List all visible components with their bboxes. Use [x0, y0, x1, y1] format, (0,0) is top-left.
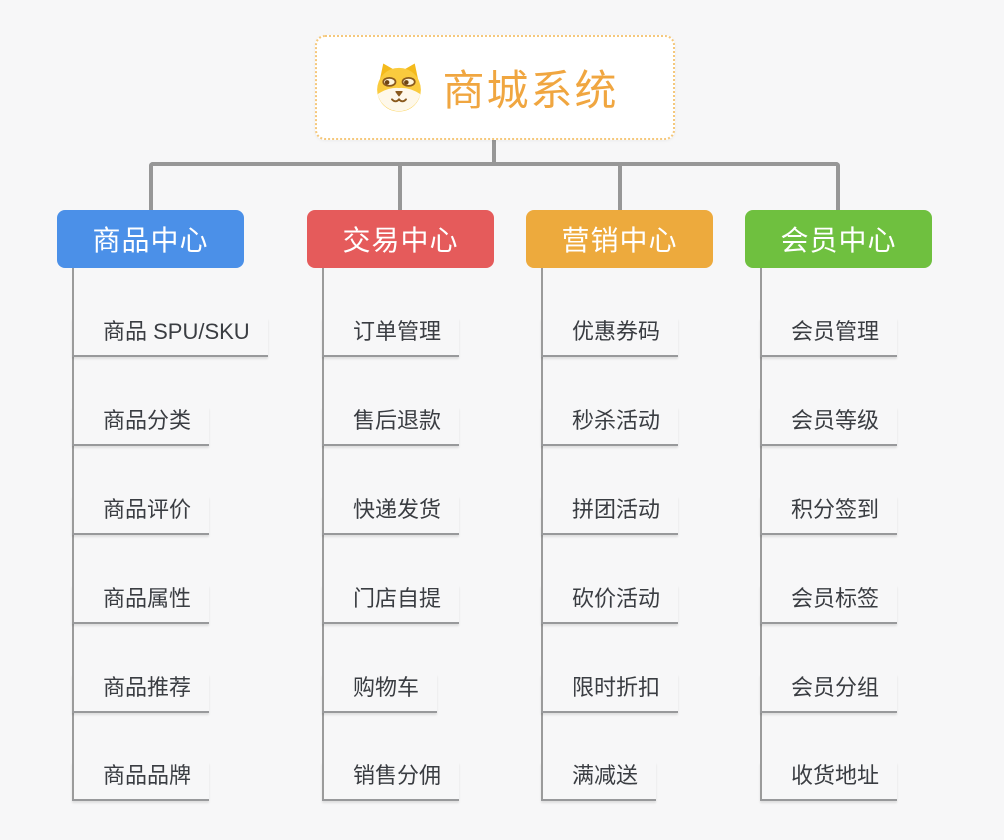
- leaf-node[interactable]: 秒杀活动: [541, 407, 679, 446]
- branch-label: 营销中心: [561, 225, 678, 256]
- branch-node-marketing-center[interactable]: 营销中心: [526, 210, 713, 268]
- branch-node-trade-center[interactable]: 交易中心: [307, 210, 494, 268]
- leaf-node[interactable]: 会员标签: [760, 585, 898, 624]
- leaf-node[interactable]: 销售分佣: [322, 762, 460, 801]
- leaf-node[interactable]: 会员等级: [760, 407, 898, 446]
- branch-drop-connector: [618, 166, 622, 210]
- leaf-node[interactable]: 拼团活动: [541, 496, 679, 535]
- leaf-node[interactable]: 优惠券码: [541, 318, 679, 357]
- leaf-node[interactable]: 会员分组: [760, 674, 898, 713]
- branch-node-member-center[interactable]: 会员中心: [745, 210, 932, 268]
- branch-label: 商品中心: [92, 225, 209, 256]
- leaf-node[interactable]: 砍价活动: [541, 585, 679, 624]
- leaf-node[interactable]: 收货地址: [760, 762, 898, 801]
- leaf-node[interactable]: 订单管理: [322, 318, 460, 357]
- leaf-node[interactable]: 会员管理: [760, 318, 898, 357]
- root-node-title: 商城系统: [442, 67, 619, 114]
- leaf-node[interactable]: 商品属性: [72, 585, 210, 624]
- leaf-node[interactable]: 门店自提: [322, 585, 460, 624]
- branch-drop-connector: [398, 166, 402, 210]
- leaf-node[interactable]: 积分签到: [760, 496, 898, 535]
- leaf-node[interactable]: 售后退款: [322, 407, 460, 446]
- root-stem-connector: [492, 140, 496, 166]
- leaf-node[interactable]: 商品推荐: [72, 674, 210, 713]
- leaf-node[interactable]: 快递发货: [322, 496, 460, 535]
- leaf-node[interactable]: 限时折扣: [541, 674, 679, 713]
- shiba-dog-icon: [371, 60, 427, 116]
- leaf-node[interactable]: 商品评价: [72, 496, 210, 535]
- branch-node-product-center[interactable]: 商品中心: [57, 210, 244, 268]
- branch-label: 交易中心: [342, 225, 459, 256]
- branch-bus-connector: [149, 162, 840, 210]
- leaf-node[interactable]: 商品品牌: [72, 762, 210, 801]
- leaf-node[interactable]: 购物车: [322, 674, 438, 713]
- leaf-node[interactable]: 商品 SPU/SKU: [72, 318, 268, 357]
- leaf-node[interactable]: 商品分类: [72, 407, 210, 446]
- branch-label: 会员中心: [780, 225, 897, 256]
- root-node[interactable]: 商城系统: [315, 35, 675, 140]
- leaf-node[interactable]: 满减送: [541, 762, 657, 801]
